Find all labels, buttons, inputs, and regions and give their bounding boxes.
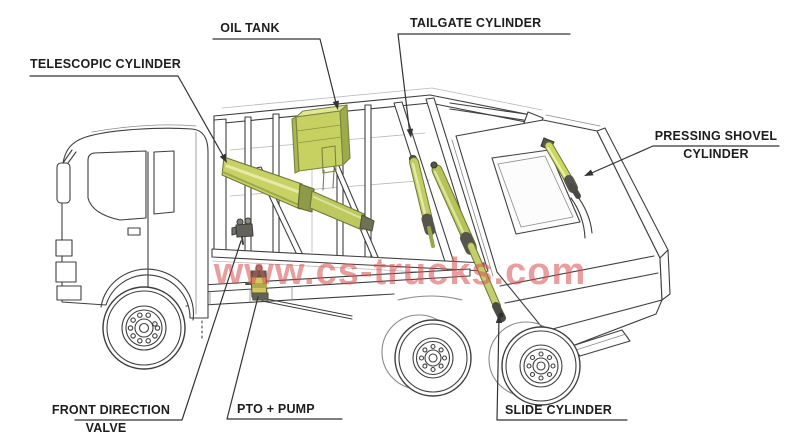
pressing-shovel-cylinder-part <box>540 137 593 239</box>
front-direction-valve-leader <box>74 240 242 421</box>
telescopic-cylinder-leader <box>29 75 227 162</box>
label-pressing-shovel-line2: CYLINDER <box>683 147 749 161</box>
leader-arrowheads <box>219 100 594 323</box>
pto-pump-leader <box>226 296 343 420</box>
rear-wheel-back <box>488 321 581 406</box>
callout-leader-lines <box>29 33 780 421</box>
label-pto-pump: PTO + PUMP <box>237 402 315 416</box>
pto-pump-part <box>245 264 269 301</box>
watermark-text: www.cs-trucks.com <box>213 251 587 293</box>
front-wheel <box>102 286 186 370</box>
rear-wheel-front <box>381 314 472 397</box>
label-front-direction-valve-line2: VALVE <box>85 421 127 435</box>
label-oil-tank: OIL TANK <box>220 21 280 35</box>
label-telescopic-cylinder: TELESCOPIC CYLINDER <box>30 57 182 71</box>
oil-tank-leader <box>212 38 338 108</box>
tailgate-cylinder-leader <box>397 33 571 136</box>
slide-cylinder-part <box>430 161 506 322</box>
pressing-shovel-leader <box>586 145 780 176</box>
tailgate <box>449 102 671 357</box>
cab <box>55 124 209 321</box>
tailgate-cylinder-part <box>408 154 436 248</box>
label-front-direction-valve-line1: FRONT DIRECTION <box>51 403 171 417</box>
oil-tank-part <box>291 104 351 191</box>
slide-cylinder-leader <box>496 316 628 421</box>
label-pressing-shovel-line1: PRESSING SHOVEL <box>654 129 778 143</box>
label-slide-cylinder: SLIDE CYLINDER <box>505 403 612 417</box>
front-direction-valve-part <box>231 217 254 245</box>
label-tailgate-cylinder: TAILGATE CYLINDER <box>410 16 542 30</box>
telescopic-cylinder-part <box>221 156 375 232</box>
